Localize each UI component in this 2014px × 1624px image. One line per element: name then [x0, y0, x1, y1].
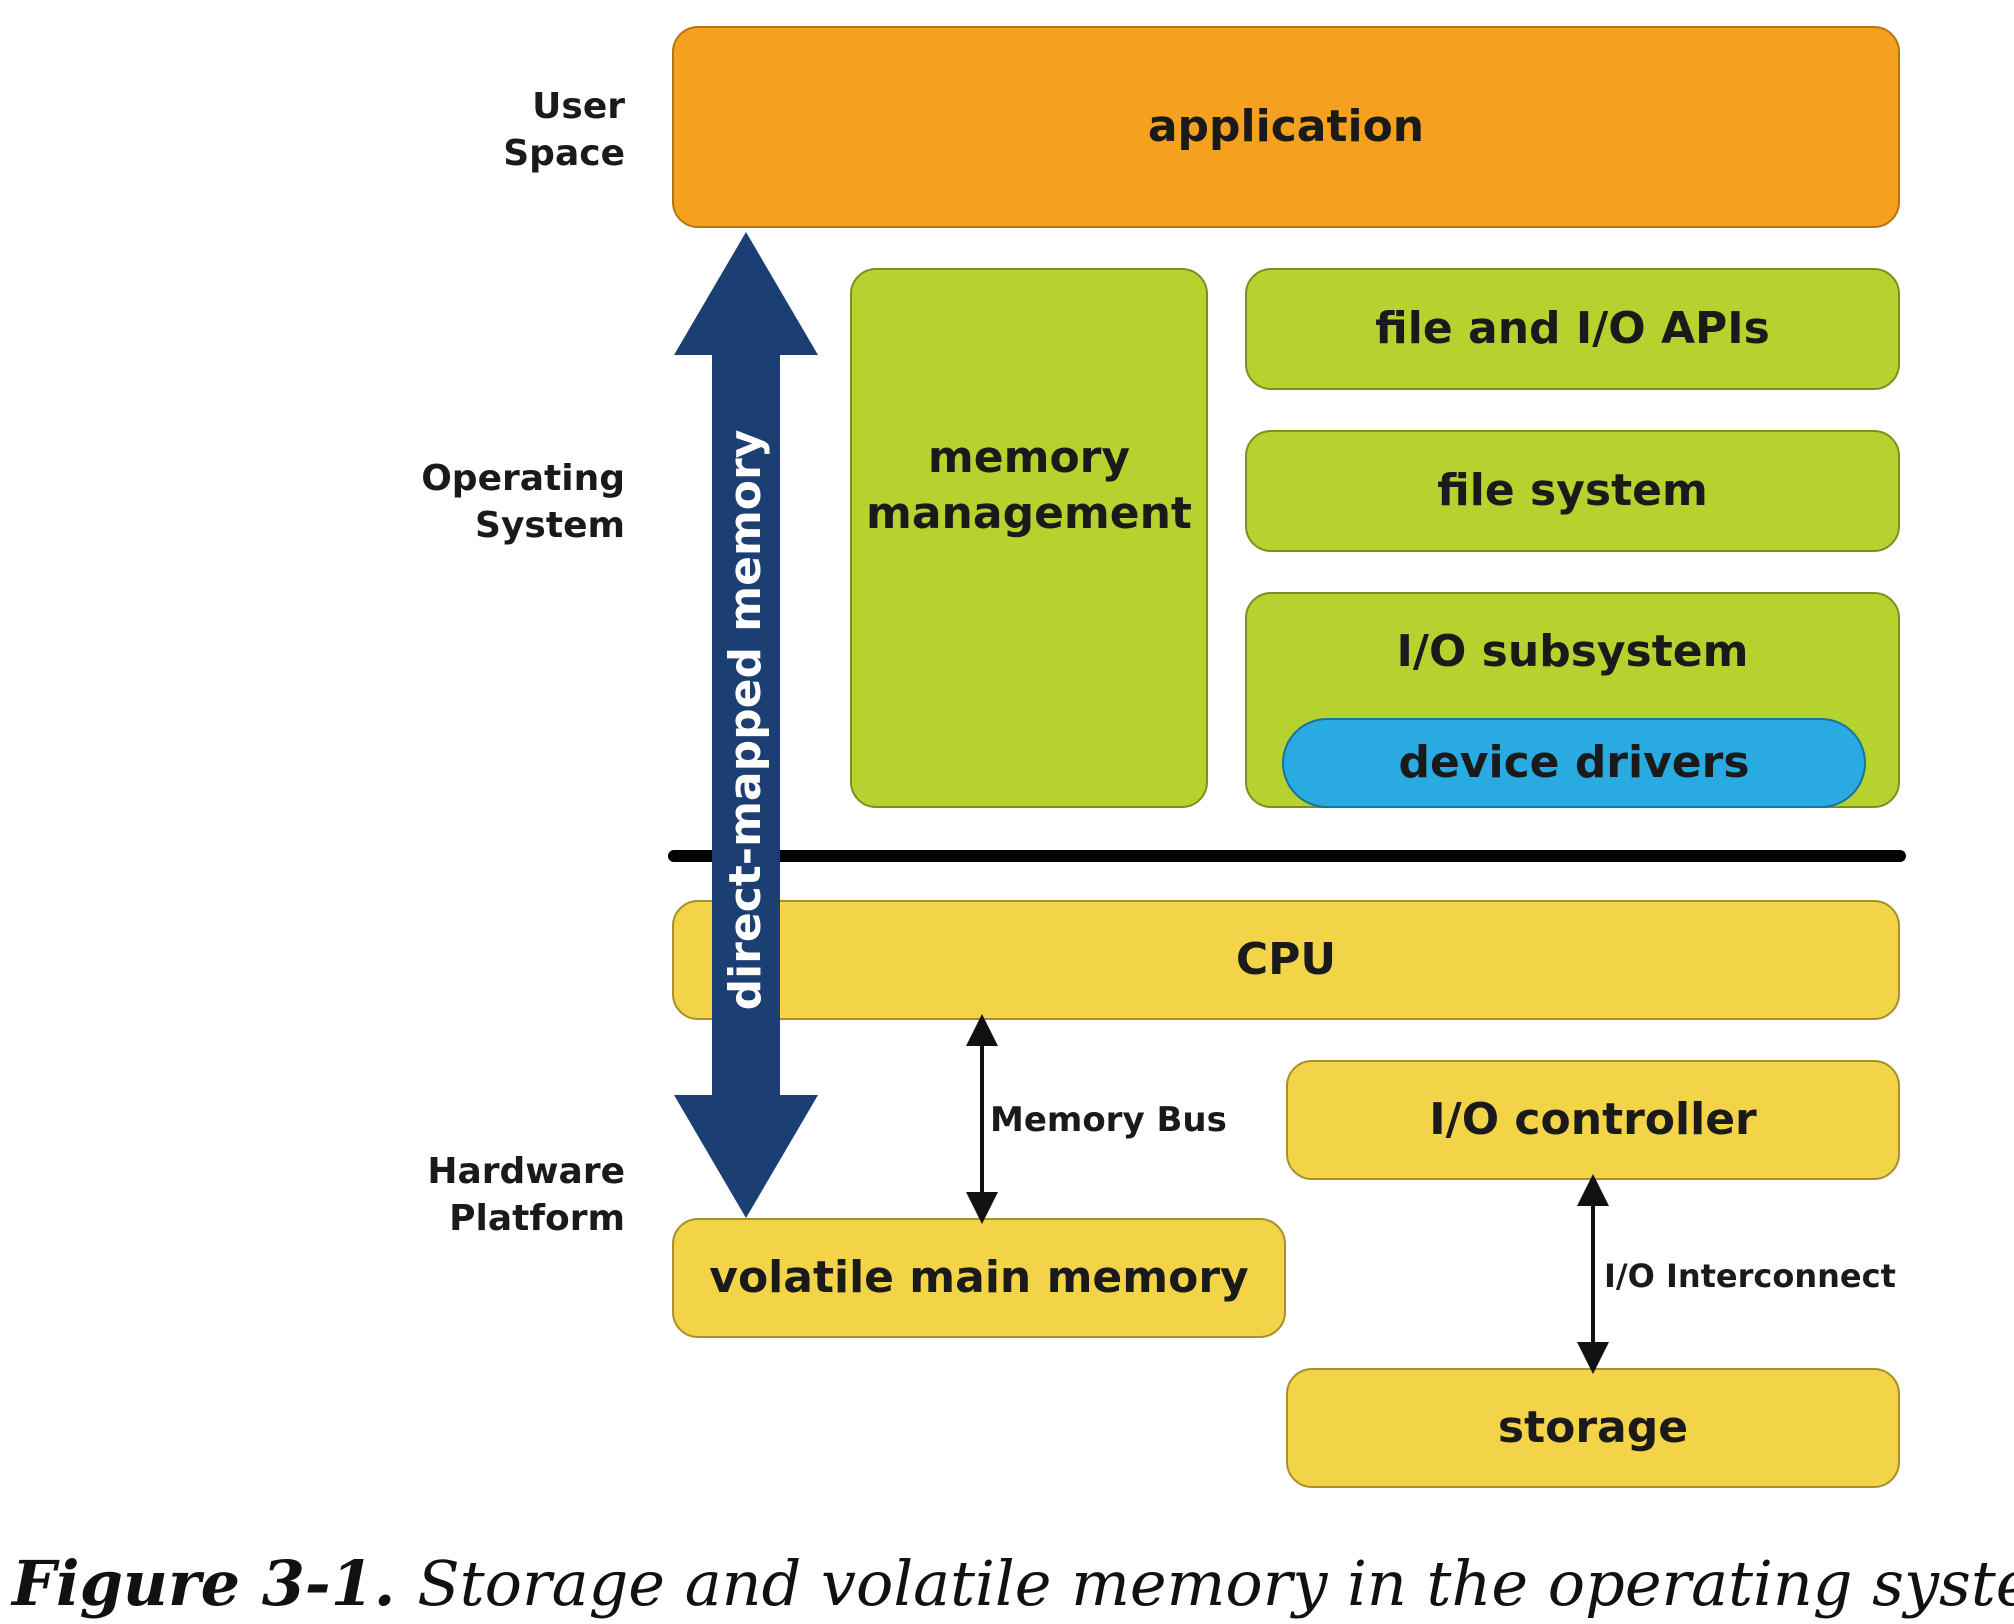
io-interconnect-label: I/O Interconnect [1604, 1257, 1896, 1295]
io-subsystem-label: I/O subsystem [1396, 626, 1749, 677]
application-box: application [672, 26, 1900, 228]
layer-label-hardware-platform: Hardware Platform [427, 1151, 625, 1239]
cpu-box: CPU [672, 900, 1900, 1020]
figure-caption: Figure 3-1. Storage and volatile memory i… [12, 1548, 2014, 1620]
layer-label-operating-system: Operating System [421, 458, 625, 546]
file-system-label: file system [1437, 465, 1708, 516]
device-drivers-label: device drivers [1398, 737, 1750, 788]
volatile-main-memory-label: volatile main memory [709, 1252, 1249, 1303]
memory-management-box: memory management [850, 268, 1208, 808]
figure-caption-text: Storage and volatile memory in the opera… [417, 1547, 2014, 1620]
file-io-apis-label: file and I/O APIs [1375, 303, 1770, 354]
application-label: application [1147, 101, 1425, 152]
device-drivers-box: device drivers [1282, 718, 1866, 808]
io-controller-box: I/O controller [1286, 1060, 1900, 1180]
cpu-label: CPU [1235, 934, 1337, 985]
figure-number: Figure 3-1. [12, 1547, 396, 1620]
layer-label-user-space: User Space [503, 86, 625, 174]
storage-box: storage [1286, 1368, 1900, 1488]
io-controller-label: I/O controller [1429, 1094, 1757, 1145]
volatile-main-memory-box: volatile main memory [672, 1218, 1286, 1338]
direct-mapped-memory-label: direct-mapped memory [720, 429, 771, 1011]
memory-bus-label: Memory Bus [990, 1100, 1227, 1140]
file-io-apis-box: file and I/O APIs [1245, 268, 1900, 390]
file-system-box: file system [1245, 430, 1900, 552]
storage-label: storage [1497, 1402, 1689, 1453]
memory-management-label: memory management [866, 432, 1192, 539]
